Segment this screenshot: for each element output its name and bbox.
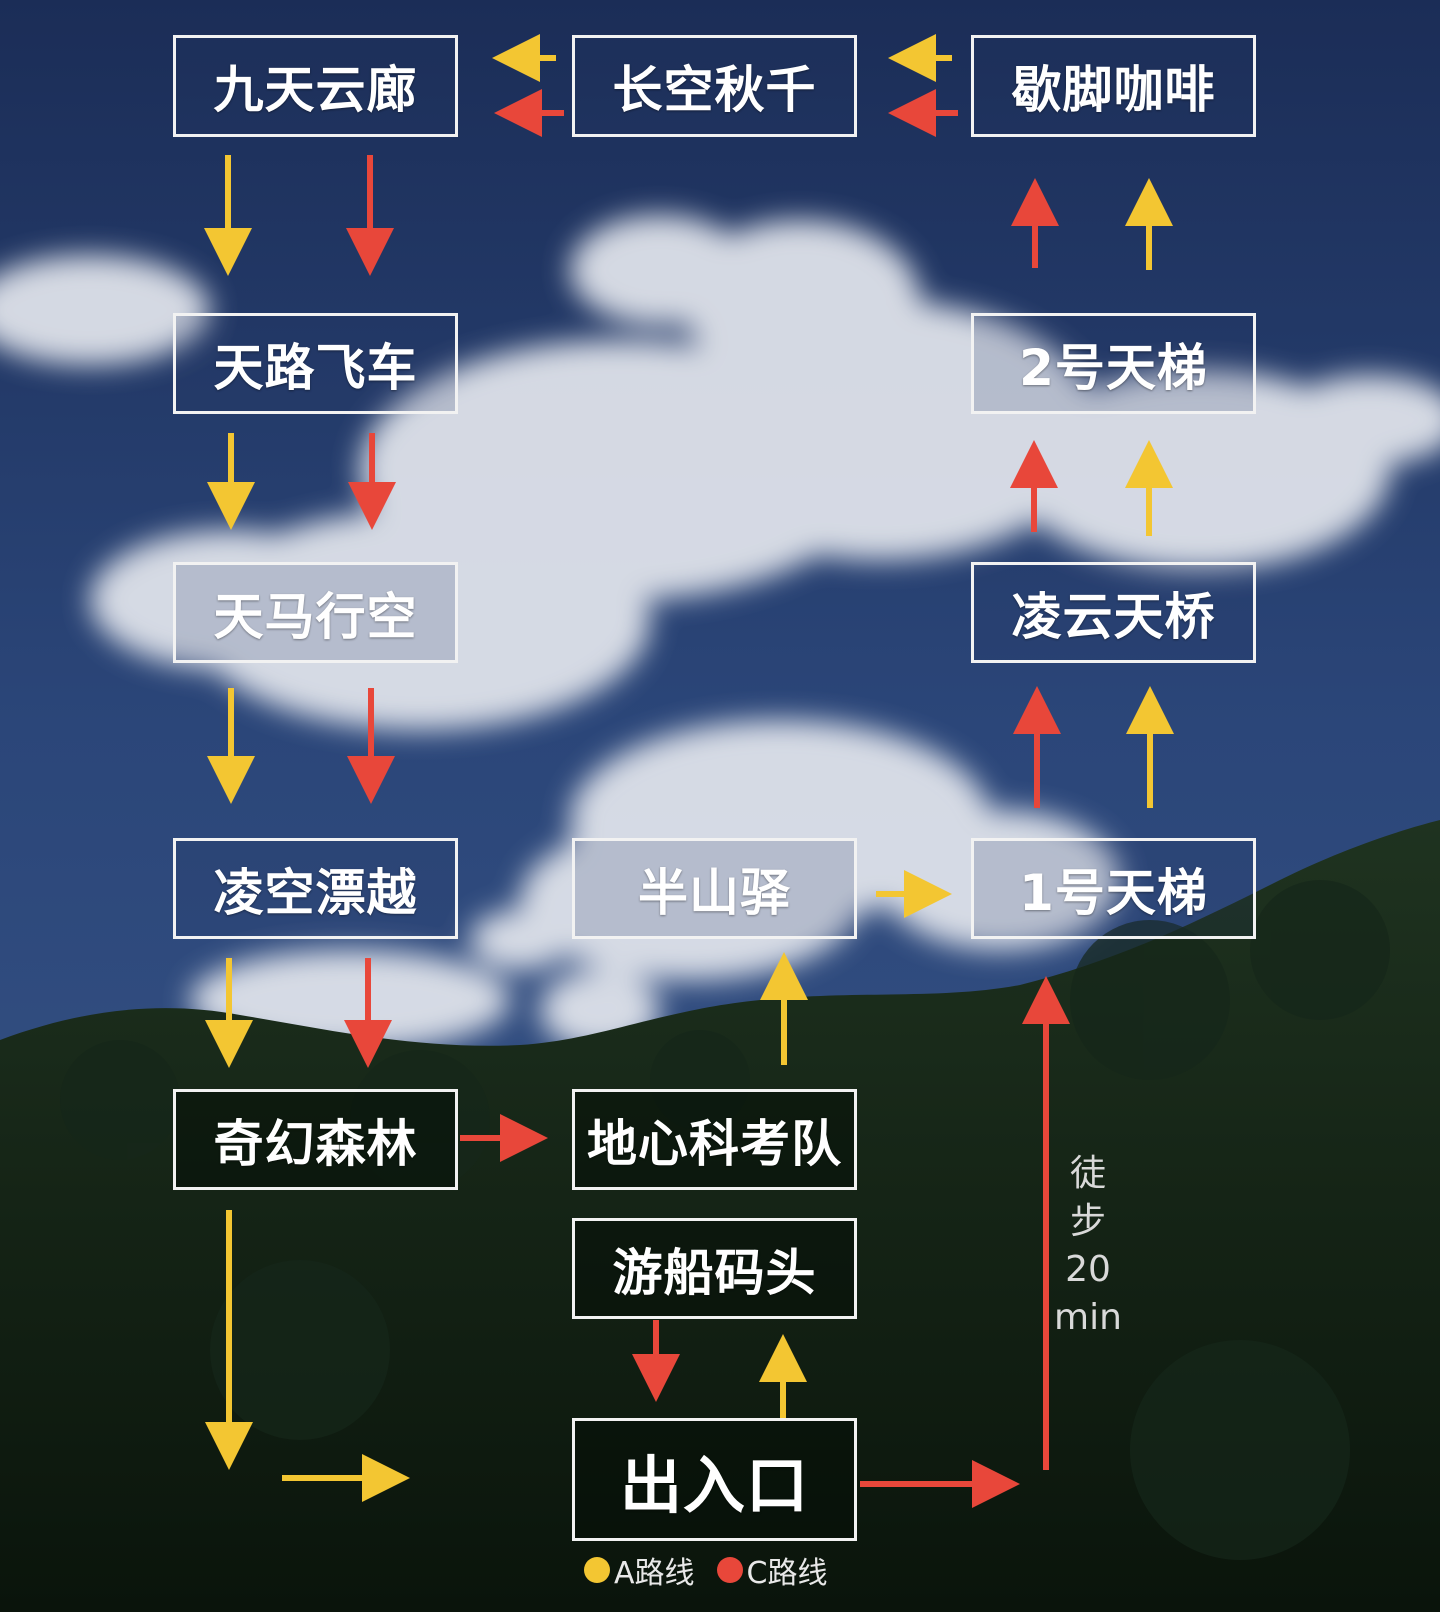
node-qihuan-senlin: 奇幻森林	[173, 1089, 458, 1190]
node-banshan-yi: 半山驿	[572, 838, 857, 939]
node-tianlu-feiche: 天路飞车	[173, 313, 458, 414]
node-entrance: 出入口	[572, 1418, 857, 1541]
node-lingkong-piaoyue: 凌空漂越	[173, 838, 458, 939]
node-gejiao-kafei: 歇脚咖啡	[971, 35, 1256, 137]
legend-route-c: C路线	[716, 1548, 828, 1592]
walk-char-2: 步	[1069, 1201, 1106, 1242]
node-youchuan-matou: 游船码头	[572, 1218, 857, 1319]
node-changkong-qiuqian: 长空秋千	[572, 35, 857, 137]
legend-route-a-label: A路线	[614, 1556, 695, 1591]
route-legend: A路线 C路线	[584, 1548, 849, 1592]
yellow-dot-icon	[584, 1557, 610, 1583]
node-jiutian-yunlang: 九天云廊	[173, 35, 458, 137]
legend-route-a: A路线	[584, 1548, 695, 1592]
walk-unit: min	[1054, 1297, 1122, 1338]
node-lingyun-tianqiao: 凌云天桥	[971, 562, 1256, 663]
walk-time-note: 徒 步 20 min	[1048, 1150, 1128, 1342]
red-dot-icon	[716, 1557, 743, 1583]
node-dixin-kekaodui: 地心科考队	[572, 1089, 857, 1190]
walk-char-1: 徒	[1069, 1153, 1106, 1194]
node-tianti-1: 1号天梯	[971, 838, 1256, 939]
legend-route-c-label: C路线	[746, 1556, 828, 1591]
walk-minutes: 20	[1065, 1249, 1111, 1290]
node-tianti-2: 2号天梯	[971, 313, 1256, 414]
node-tianma-xingkong: 天马行空	[173, 562, 458, 663]
